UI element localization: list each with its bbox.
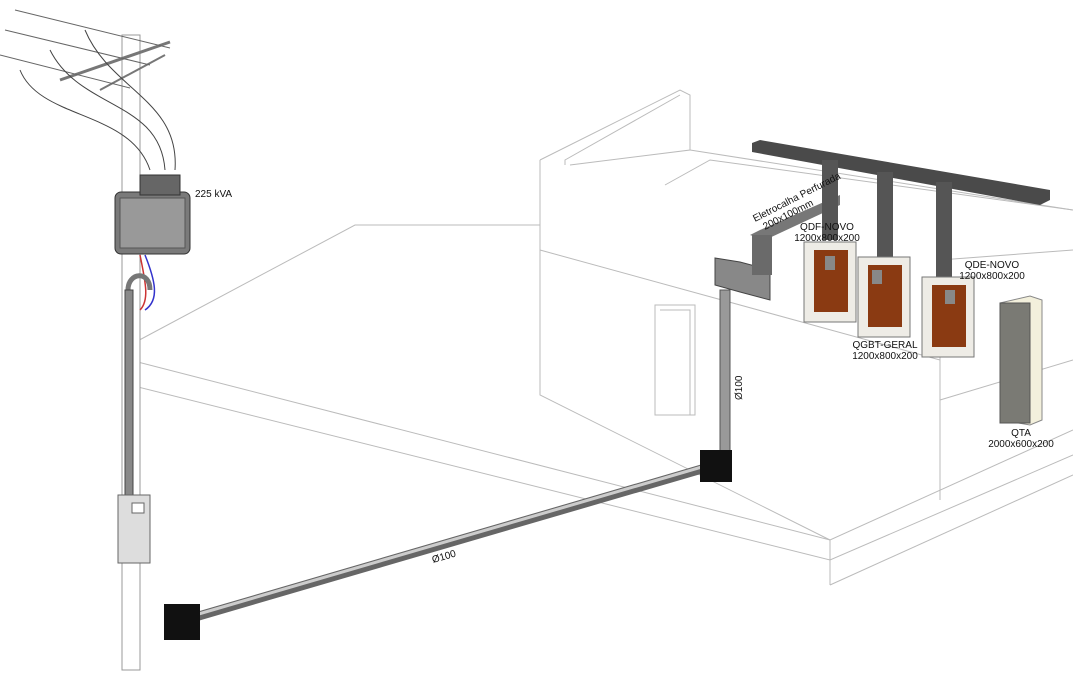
pole-conduit-vertical xyxy=(124,289,134,501)
junction-box-building xyxy=(700,450,732,482)
pole-conduit xyxy=(125,273,153,291)
panel-name: QTA xyxy=(1011,428,1031,439)
junction-box-pole xyxy=(164,604,200,640)
panel-qde-novo: QDE-NOVO 1200x800x200 xyxy=(921,260,1025,358)
cable-tray: Eletrocalha Perfurada 200x100mm xyxy=(750,140,1050,277)
panel-qta: QTA 2000x600x200 xyxy=(988,295,1054,450)
utility-pole xyxy=(0,9,176,671)
panel-qdf-novo: QDF-NOVO 1200x800x200 xyxy=(794,222,860,323)
vertical-conduit xyxy=(719,289,731,456)
panel-size: 1200x800x200 xyxy=(794,233,860,244)
panel-size: 1200x800x200 xyxy=(959,271,1025,282)
panel-name: QDF-NOVO xyxy=(800,222,854,233)
panel-name: QGBT-GERAL xyxy=(852,340,917,351)
vertical-conduit-label: Ø100 xyxy=(734,375,745,400)
transformer: 225 kVA xyxy=(114,174,232,255)
meter-box xyxy=(117,494,151,564)
underground-conduit xyxy=(183,461,714,625)
transformer-label: 225 kVA xyxy=(195,189,232,200)
panel-size: 2000x600x200 xyxy=(988,439,1054,450)
panel-name: QDE-NOVO xyxy=(965,260,1020,271)
panel-size: 1200x800x200 xyxy=(852,351,918,362)
panel-qgbt-geral: QGBT-GERAL 1200x800x200 xyxy=(852,256,918,362)
